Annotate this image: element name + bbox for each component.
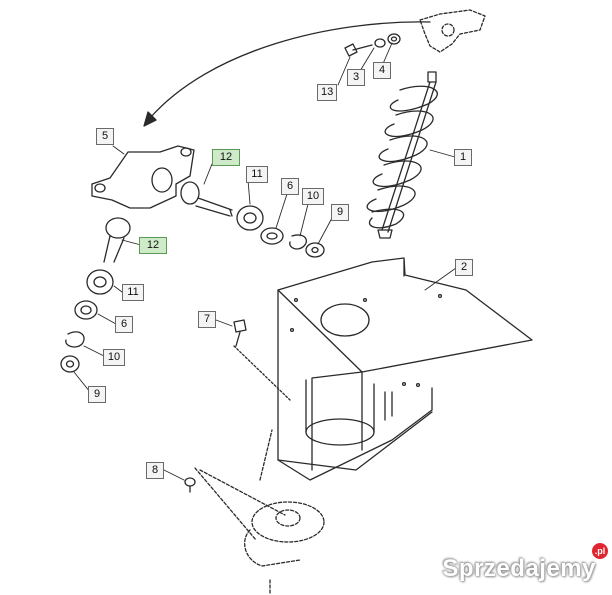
callout-3: 3	[347, 69, 365, 86]
nut-4	[387, 33, 401, 45]
callout-10-upper: 10	[302, 188, 324, 205]
callout-4: 4	[373, 62, 391, 79]
nut-9-lower	[60, 355, 80, 373]
callout-2: 2	[455, 259, 473, 276]
bearing-11-lower	[86, 269, 114, 295]
callout-7: 7	[198, 311, 216, 328]
bearing-11-upper	[236, 205, 264, 231]
assembly-arrow	[143, 21, 431, 127]
callout-8: 8	[146, 462, 164, 479]
callout-11-upper: 11	[246, 166, 268, 183]
callout-10-lower: 10	[103, 349, 125, 366]
bolt-13	[344, 43, 373, 57]
callout-11-lower: 11	[122, 284, 144, 301]
callout-13: 13	[317, 84, 338, 101]
callout-5: 5	[96, 128, 114, 145]
nut-9-upper	[305, 242, 325, 258]
auger-1	[366, 71, 438, 239]
callout-1: 1	[454, 149, 472, 166]
callout-6-lower: 6	[115, 316, 133, 333]
washer-6-lower	[74, 300, 98, 320]
leader-lines	[73, 42, 457, 481]
circlip-10-upper	[289, 234, 307, 250]
callout-12-upper: 12	[212, 149, 240, 166]
upper-gearbox-outline	[419, 9, 486, 53]
callout-9-lower: 9	[88, 386, 106, 403]
washer-6-upper	[260, 227, 284, 245]
washer-3	[374, 38, 386, 48]
watermark-logo: Sprzedajemy	[442, 555, 596, 583]
circlip-10-lower	[65, 331, 85, 348]
callout-12-lower: 12	[139, 237, 167, 254]
bolt-8	[184, 477, 196, 493]
callout-9-upper: 9	[331, 204, 349, 221]
hopper-housing-2	[277, 257, 533, 481]
watermark-text: Sprzedajemy	[442, 555, 596, 582]
callout-6-upper: 6	[281, 178, 299, 195]
gear-shaft-12-upper	[180, 181, 233, 217]
bolt-7	[233, 319, 291, 401]
gear-housing-5	[91, 145, 195, 209]
lower-bearing-housing-outline	[194, 429, 325, 595]
gear-shaft-12-lower	[103, 217, 131, 263]
watermark-dot: .pl	[592, 543, 608, 559]
